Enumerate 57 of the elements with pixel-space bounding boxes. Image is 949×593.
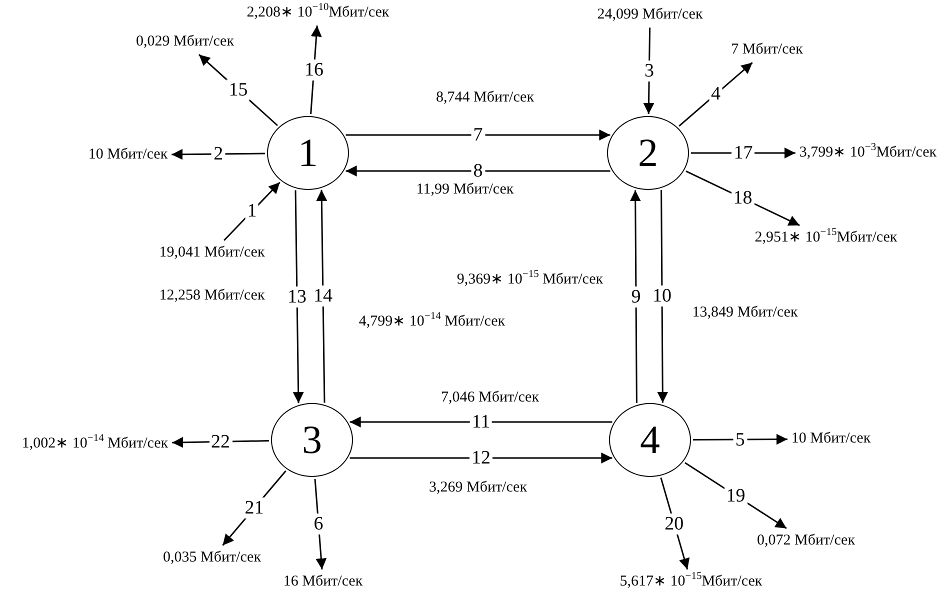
rate-label: 16 Мбит/сек — [283, 573, 363, 591]
edge-label: 6 — [312, 514, 326, 535]
arrow — [222, 470, 286, 546]
edge-label: 20 — [662, 513, 686, 534]
arrow — [292, 190, 304, 404]
arrow — [316, 190, 328, 403]
edge-label: 15 — [226, 80, 250, 101]
arrow — [198, 54, 278, 126]
node-number: 3 — [302, 420, 322, 460]
arrow — [630, 190, 641, 403]
arrow — [172, 436, 270, 448]
rate-label: 0,035 Мбит/сек — [163, 549, 261, 567]
arrow — [678, 62, 753, 127]
arrow — [350, 416, 612, 428]
arrow — [643, 28, 654, 114]
rate-label: 5,617∗ 10$^{−15}$Мбит/сек — [620, 573, 762, 591]
network-node — [267, 116, 349, 190]
rate-label: 24,099 Мбит/сек — [597, 6, 703, 24]
edge-label: 19 — [724, 485, 748, 506]
arrow — [350, 452, 612, 464]
rate-label: 1,002∗ 10$^{−14}$ Мбит/сек — [22, 435, 168, 453]
edge-label: 9 — [629, 286, 643, 308]
rate-label: 13,849 Мбит/сек — [692, 304, 798, 322]
node-number: 1 — [298, 133, 318, 173]
node-number: 4 — [640, 420, 660, 460]
rate-label: 10 Мбит/сек — [88, 146, 168, 164]
arrow — [657, 190, 668, 403]
arrow — [346, 166, 610, 176]
arrow — [224, 182, 280, 241]
edge-label: 21 — [242, 498, 266, 519]
arrow — [310, 26, 322, 114]
rate-label: 19,041 Мбит/сек — [159, 244, 265, 262]
arrow — [660, 478, 690, 570]
rate-label: 7,046 Мбит/сек — [441, 389, 539, 407]
rate-label: 11,99 Мбит/сек — [416, 181, 514, 199]
rate-label: 8,744 Мбит/сек — [436, 89, 534, 107]
rate-label: 12,258 Мбит/сек — [159, 287, 265, 305]
arrow — [172, 148, 265, 160]
rate-label: 0,072 Мбит/сек — [757, 532, 855, 550]
rate-label: 2,951∗ 10$^{−15}$Мбит/сек — [754, 229, 898, 247]
rate-label: 3,799∗ 10$^{−3}$Мбит/сек — [799, 144, 937, 162]
arrow — [691, 148, 796, 158]
arrow — [346, 130, 610, 140]
edge-label: 1 — [245, 200, 259, 222]
arrow — [686, 170, 800, 226]
rate-label: 9,369∗ 10$^{−15}$ Мбит/сек — [456, 271, 604, 289]
arrow — [314, 478, 327, 570]
rate-label: 0,029 Мбит/сек — [136, 33, 234, 51]
edge-label: 3 — [642, 60, 656, 82]
arrow — [693, 434, 788, 445]
rate-label: 2,208∗ 10$^{−10}$Мбит/сек — [246, 4, 390, 22]
rate-label: 4,799∗ 10$^{−14}$ Мбит/сек — [358, 313, 506, 331]
rate-label: 3,269 Мбит/сек — [429, 479, 527, 497]
rate-label: 7 Мбит/сек — [731, 41, 803, 59]
node-number: 2 — [638, 133, 658, 173]
arrow — [684, 462, 787, 530]
rate-label: 10 Мбит/сек — [791, 430, 871, 448]
